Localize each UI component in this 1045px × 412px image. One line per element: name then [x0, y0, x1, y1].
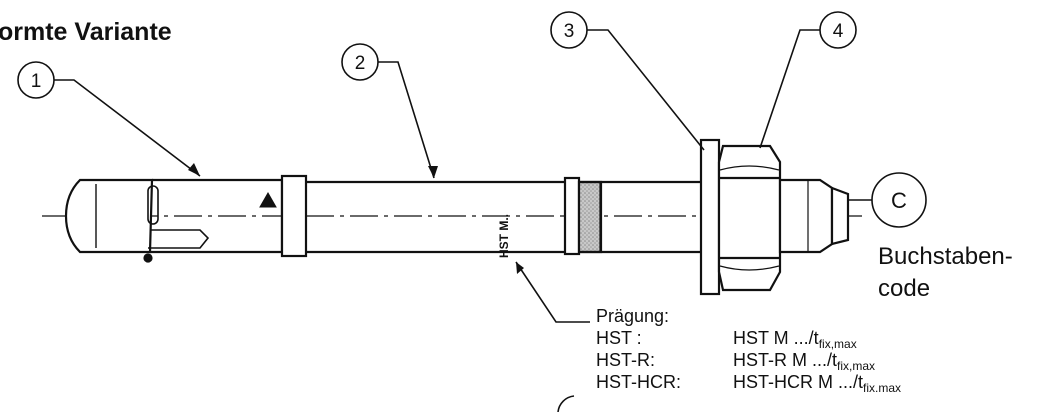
arrow-2	[428, 166, 438, 178]
embossing-marking-hst-r: HST-R M .../tfix,max	[733, 350, 875, 373]
expansion-sleeve	[64, 174, 308, 263]
bolt-tip	[778, 178, 850, 254]
partial-callout-circle	[557, 395, 575, 412]
shank-marking: HST M..	[497, 214, 511, 258]
letter-code-label-line1: Buchstaben-	[878, 243, 1013, 270]
callout-2: 2	[341, 43, 379, 81]
embossing-type-hst: HST :	[596, 328, 642, 348]
arrow-1	[188, 163, 200, 176]
thread-section	[563, 176, 701, 256]
embossing-heading: Prägung:	[596, 306, 669, 326]
callout-c: C	[871, 172, 927, 228]
callout-3: 3	[550, 11, 588, 49]
embossing-type-hst-hcr: HST-HCR:	[596, 372, 681, 392]
svg-text:2: 2	[355, 53, 366, 74]
svg-text:1: 1	[31, 71, 42, 92]
hex-nut	[717, 144, 782, 292]
callout-1: 1	[17, 61, 55, 99]
letter-code-label-line2: code	[878, 275, 930, 302]
embossing-marking-hst: HST M .../tfix,max	[733, 328, 857, 351]
svg-text:4: 4	[833, 21, 844, 42]
arrow-marking	[516, 262, 524, 274]
svg-text:C: C	[891, 188, 907, 213]
washer	[699, 138, 721, 296]
callout-4: 4	[819, 11, 857, 49]
anchor-shank	[306, 180, 565, 254]
embossing-marking-hst-hcr: HST-HCR M .../tfix.max	[733, 372, 901, 395]
drawing-title: ormte Variante	[0, 18, 172, 46]
svg-text:3: 3	[564, 21, 575, 42]
leader-lines	[54, 29, 872, 323]
embossing-table: Prägung: HST : HST M .../tfix,max HST-R:…	[596, 306, 901, 395]
embossing-type-hst-r: HST-R:	[596, 350, 655, 370]
